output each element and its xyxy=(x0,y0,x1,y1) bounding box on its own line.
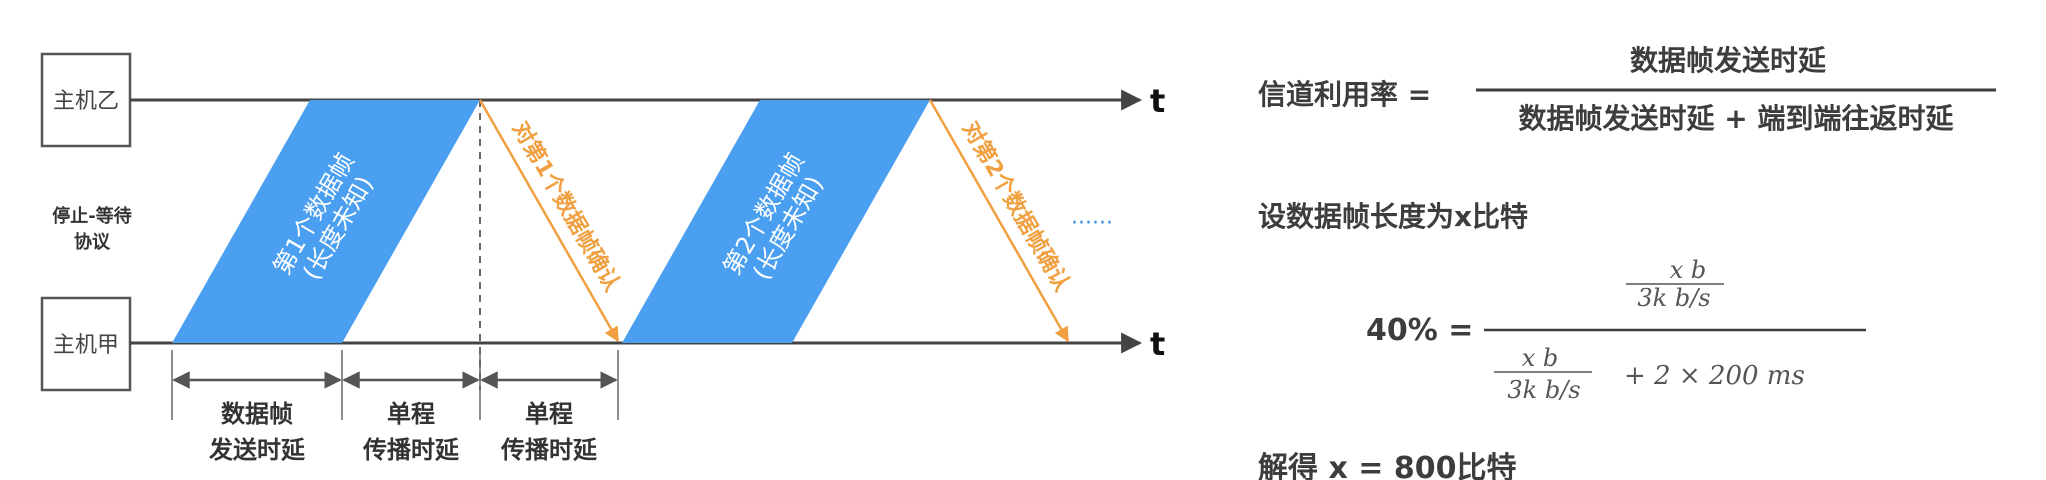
segment-send-line2: 发送时延 xyxy=(208,436,306,464)
sender-axis-t: t xyxy=(1150,325,1165,363)
frame-1-band xyxy=(172,100,480,343)
ack-2-arrow xyxy=(928,99,1070,343)
continuation-dots: ······ xyxy=(1071,211,1113,236)
equation-den-bottom: 3k b/s xyxy=(1507,376,1580,404)
ack-1-arrow xyxy=(478,99,620,343)
assumption-text: 设数据帧长度为x比特 xyxy=(1258,200,1528,233)
result-text: 解得 x = 800比特 xyxy=(1258,451,1516,480)
protocol-label-line1: 停止-等待 xyxy=(52,205,131,227)
receiver-host-label: 主机乙 xyxy=(53,89,119,114)
ack-2-label: 对第2个数据帧确认 xyxy=(957,117,1075,296)
segment-prop1-line2: 传播时延 xyxy=(362,436,460,464)
protocol-label-line2: 协议 xyxy=(74,231,111,253)
sender-host-box xyxy=(40,296,132,392)
ack-1-label: 对第1个数据帧确认 xyxy=(507,117,625,296)
equation-den-rest: + 2 × 200 ms xyxy=(1624,361,1805,391)
receiver-host-box xyxy=(40,52,132,148)
receiver-axis-t: t xyxy=(1150,82,1165,120)
equation-lhs: 40% = xyxy=(1366,313,1473,348)
formula-lhs: 信道利用率 = xyxy=(1258,78,1431,111)
formula-numerator: 数据帧发送时延 xyxy=(1630,44,1827,77)
formula-denominator: 数据帧发送时延 + 端到端往返时延 xyxy=(1519,102,1955,135)
segment-prop1-line1: 单程 xyxy=(387,400,435,428)
equation-inner-num-bottom: 3k b/s xyxy=(1637,284,1710,312)
equation-den-top: x b xyxy=(1522,344,1559,372)
segment-prop2-line2: 传播时延 xyxy=(500,436,598,464)
segment-prop2-line1: 单程 xyxy=(525,400,573,428)
sender-host-label: 主机甲 xyxy=(53,333,119,358)
equation-inner-num-top: x b xyxy=(1670,256,1707,284)
frame-2-band xyxy=(622,100,930,343)
segment-send-line1: 数据帧 xyxy=(221,400,293,428)
